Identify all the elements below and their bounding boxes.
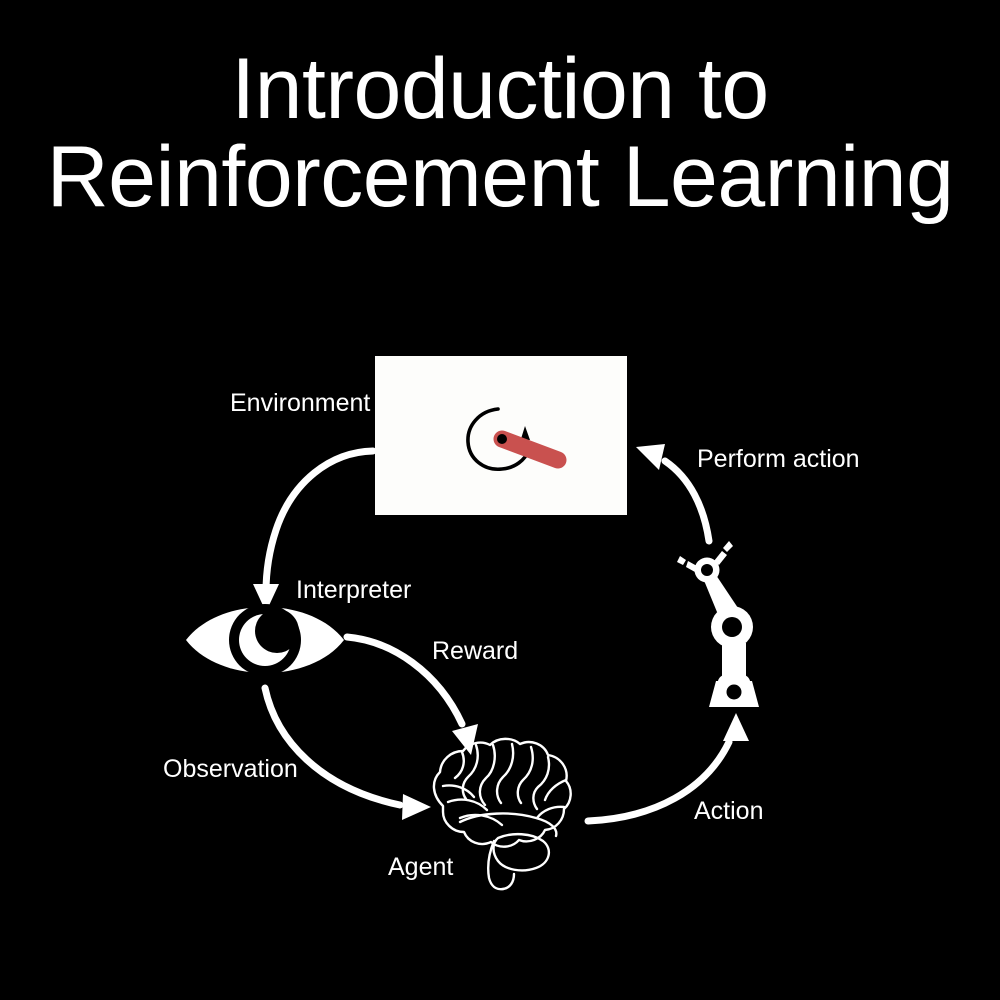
arrow-perform-action (636, 444, 713, 545)
brain-icon (432, 737, 572, 891)
label-environment: Environment (230, 389, 371, 417)
pendulum-render (375, 356, 627, 515)
label-observation: Observation (163, 755, 298, 783)
arrow-observation (261, 684, 431, 820)
label-agent: Agent (388, 853, 454, 881)
label-action: Action (694, 797, 764, 825)
title-line-2: Reinforcement Learning (46, 128, 954, 225)
environment-render-window (375, 356, 627, 515)
robot-arm-icon (677, 541, 759, 707)
arrow-reward (343, 633, 478, 755)
arrow-action (584, 713, 749, 825)
title-line-1: Introduction to (231, 41, 769, 137)
page-title: Introduction to Reinforcement Learning (0, 41, 1000, 225)
eye-icon (186, 604, 344, 676)
label-perform-action: Perform action (697, 445, 860, 473)
arrow-environment-to-interpreter (253, 447, 377, 612)
label-interpreter: Interpreter (296, 576, 412, 604)
pendulum-pivot (497, 434, 507, 444)
label-reward: Reward (432, 637, 519, 665)
pendulum-rod (493, 430, 567, 469)
torque-arc (466, 407, 531, 471)
